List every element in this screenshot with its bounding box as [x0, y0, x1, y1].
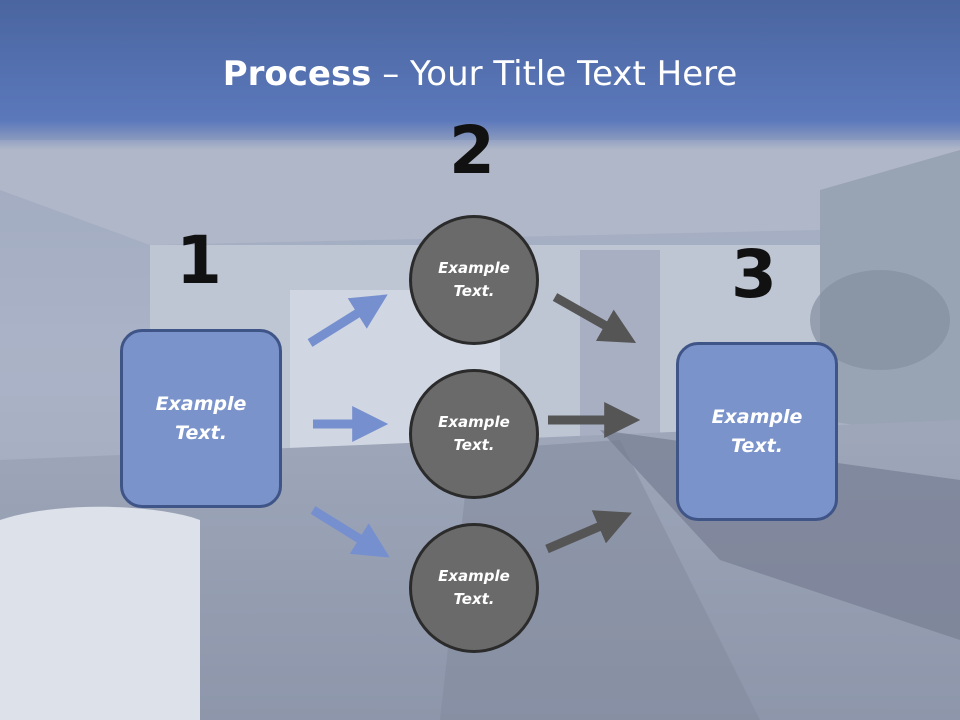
slide-title: Process – Your Title Text Here: [0, 52, 960, 96]
step-1-text: Example Text.: [156, 390, 247, 448]
circle-bottom-text: Example Text.: [438, 565, 510, 611]
step-1-text-line1: Example: [155, 392, 247, 415]
step-number-1: 1: [176, 222, 222, 299]
step-3-box[interactable]: Example Text.: [676, 342, 838, 521]
title-rest: – Your Title Text Here: [371, 54, 738, 94]
step-number-3: 3: [731, 236, 777, 313]
step-3-text-line2: Text.: [731, 434, 783, 457]
circle-top-line1: Example: [438, 259, 510, 277]
step-1-text-line2: Text.: [175, 421, 227, 444]
circle-bottom[interactable]: Example Text.: [409, 523, 539, 653]
circle-top[interactable]: Example Text.: [409, 215, 539, 345]
title-bold: Process: [222, 54, 372, 94]
step-number-2: 2: [449, 112, 495, 189]
step-3-text-line1: Example: [711, 405, 803, 428]
title-band: [0, 0, 960, 150]
circle-middle-text: Example Text.: [438, 411, 510, 457]
circle-top-line2: Text.: [453, 282, 495, 300]
step-3-text: Example Text.: [712, 403, 803, 461]
step-1-box[interactable]: Example Text.: [120, 329, 282, 508]
circle-middle[interactable]: Example Text.: [409, 369, 539, 499]
circle-middle-line1: Example: [438, 413, 510, 431]
circle-middle-line2: Text.: [453, 436, 495, 454]
circle-top-text: Example Text.: [438, 257, 510, 303]
circle-bottom-line1: Example: [438, 567, 510, 585]
circle-bottom-line2: Text.: [453, 590, 495, 608]
